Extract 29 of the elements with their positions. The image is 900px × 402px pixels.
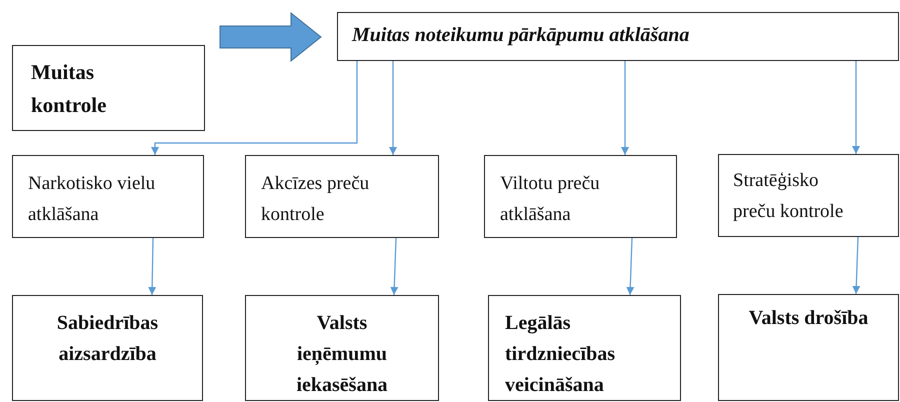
box-text: Viltotu preču atklāšana	[500, 172, 601, 228]
box-text: Sabiedrības aizsardzība	[56, 311, 160, 367]
text-box	[718, 294, 899, 401]
text-box	[337, 12, 899, 61]
arrow	[621, 61, 629, 155]
text-box	[484, 155, 677, 238]
text-box	[12, 295, 203, 401]
arrow	[148, 238, 156, 296]
arrow	[389, 61, 397, 155]
text-box	[245, 155, 439, 238]
text-box	[488, 295, 681, 401]
box-text: Akcīzes preču kontrole	[261, 172, 370, 228]
text-box	[12, 155, 204, 238]
block-arrow	[220, 12, 322, 62]
text-box	[245, 295, 439, 401]
arrow	[151, 61, 358, 155]
text-box	[12, 45, 205, 131]
text-box	[718, 154, 899, 237]
box-text: Stratēģisko preču kontrole	[733, 169, 844, 224]
arrow	[852, 61, 860, 154]
box-text: Valsts drošība	[748, 306, 870, 331]
arrow	[390, 238, 398, 296]
box-text: Muitas noteikumu pārkāpumu atklāšana	[352, 23, 690, 48]
box-text: Legālās tirdzniecības veicināšana	[505, 311, 616, 398]
box-text: Valsts ieņēmumu iekasēšana	[296, 311, 388, 398]
box-text: Muitas kontrole	[31, 59, 108, 119]
arrow	[852, 236, 860, 294]
box-text: Narkotisko vielu atklāšana	[28, 172, 156, 228]
arrow	[626, 238, 634, 296]
